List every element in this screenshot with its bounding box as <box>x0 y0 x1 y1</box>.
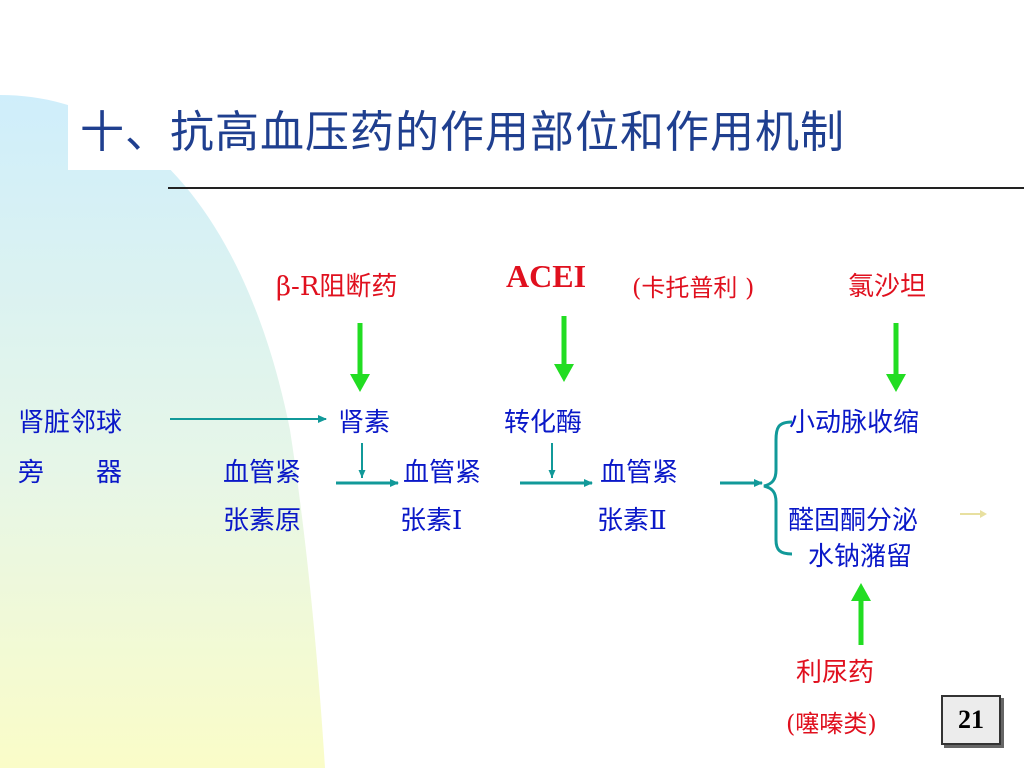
thiazide-label: (噻嗪类) <box>786 710 877 738</box>
diuretic-label: 利尿药 <box>796 658 875 688</box>
aldosterone-label: 醛固酮分泌 <box>788 506 919 536</box>
angiotensin2-label-line2: 张素Ⅱ <box>597 506 667 536</box>
converting-enzyme-label: 转化酶 <box>504 408 583 438</box>
renin-label: 肾素 <box>338 408 391 438</box>
effects-brace <box>763 420 793 556</box>
angiotensin2-label-line1: 血管紧 <box>600 458 679 488</box>
beta-blocker-arrow <box>350 323 370 392</box>
juxtaglomerular-label-line1: 肾脏邻球 <box>18 408 123 438</box>
page-title: 十、抗高血压药的作用部位和作用机制 <box>80 107 845 158</box>
beta-blocker-label: β-R阻断药 <box>276 272 398 302</box>
diuretic-arrow <box>851 583 871 645</box>
acei-arrow <box>554 316 574 382</box>
losartan-arrow <box>886 323 906 392</box>
title-divider <box>168 187 1024 189</box>
page-number-badge: 21 <box>941 695 1001 745</box>
juxtaglomerular-label-line2: 旁 器 <box>18 458 123 488</box>
na-water-retention-label: 水钠潴留 <box>808 542 913 572</box>
losartan-label: 氯沙坦 <box>848 272 927 302</box>
angiotensinogen-label-line2: 张素原 <box>223 506 302 536</box>
aldosterone-faint-arrowhead <box>980 510 987 518</box>
angiotensinogen-label-line1: 血管紧 <box>223 458 302 488</box>
acei-label: ACEI <box>506 258 587 294</box>
angiotensin1-label-line2: 张素Ⅰ <box>400 506 463 536</box>
angiotensin1-label-line1: 血管紧 <box>403 458 482 488</box>
captopril-label: (卡托普利 ) <box>632 274 755 302</box>
vasoconstriction-label: 小动脉收缩 <box>789 408 920 438</box>
